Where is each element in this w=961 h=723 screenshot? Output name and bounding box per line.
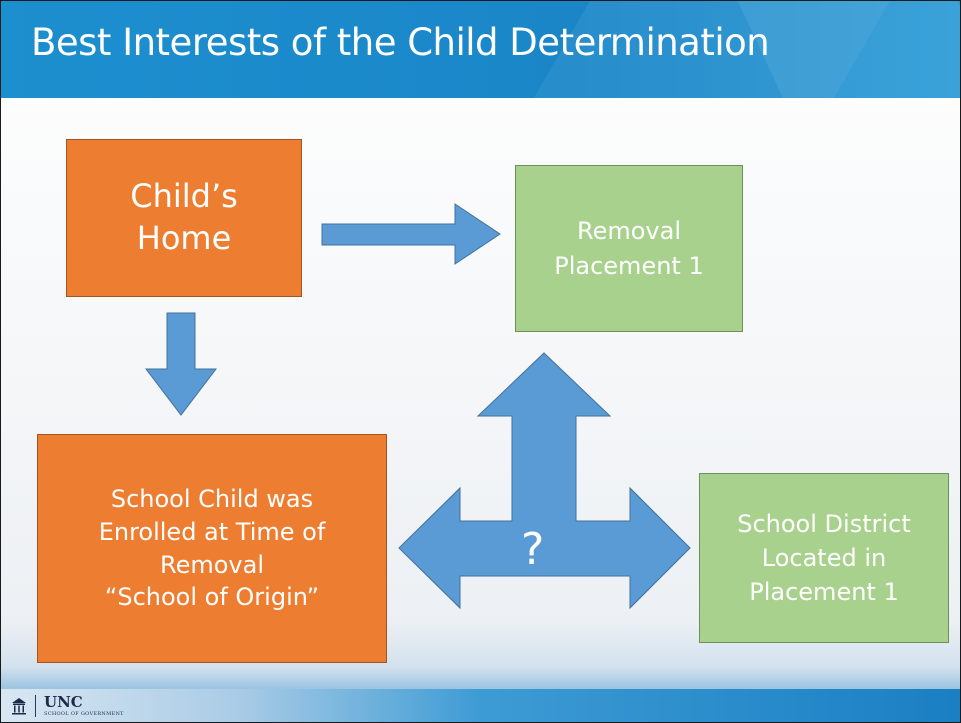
footer-band <box>1 689 960 722</box>
school-district-box: School District Located in Placement 1 <box>699 473 949 643</box>
removal-placement-label: Removal Placement 1 <box>554 217 704 280</box>
old-well-icon <box>12 698 26 715</box>
school-of-origin-box: School Child was Enrolled at Time of Rem… <box>37 434 387 663</box>
logo-text: UNC SCHOOL OF GOVERNMENT <box>44 695 124 717</box>
down-arrow <box>144 312 218 416</box>
childs-home-box: Child’s Home <box>66 139 302 297</box>
childs-home-label: Child’s Home <box>130 177 238 257</box>
school-of-origin-label: School Child was Enrolled at Time of Rem… <box>98 485 326 612</box>
question-mark: ? <box>521 524 545 575</box>
unc-logo: UNC SCHOOL OF GOVERNMENT <box>11 693 124 719</box>
logo-name: UNC <box>44 693 83 711</box>
slide-title: Best Interests of the Child Determinatio… <box>31 21 770 64</box>
logo-divider <box>35 695 36 717</box>
removal-placement-box: Removal Placement 1 <box>515 165 743 332</box>
right-arrow <box>321 203 501 265</box>
three-way-arrow <box>398 352 691 610</box>
title-bar: Best Interests of the Child Determinatio… <box>1 1 960 98</box>
logo-subtitle: SCHOOL OF GOVERNMENT <box>44 711 124 717</box>
school-district-label: School District Located in Placement 1 <box>737 509 911 607</box>
